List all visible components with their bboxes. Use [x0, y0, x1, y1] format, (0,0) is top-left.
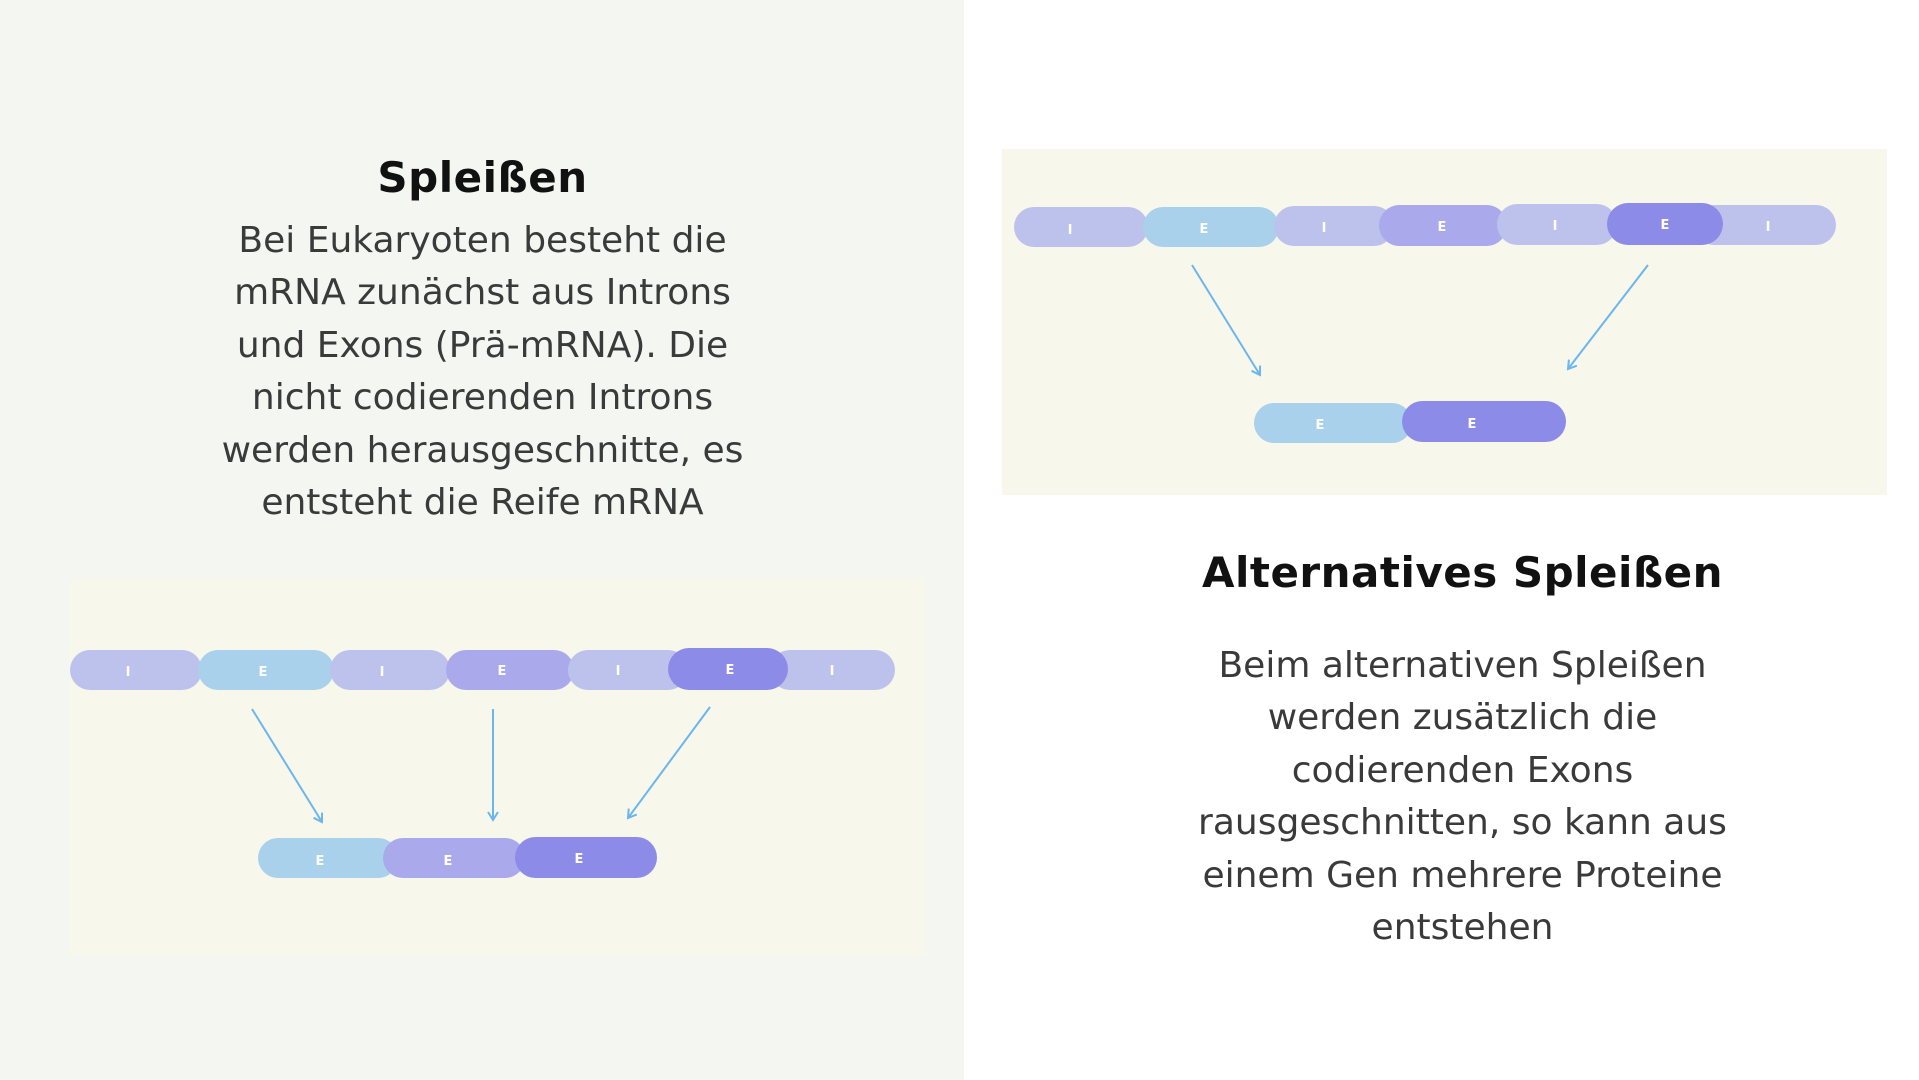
- intron-segment: [1694, 205, 1836, 245]
- segment-label: I: [616, 664, 621, 679]
- intron-segment: [1274, 206, 1394, 246]
- intron-segment: [568, 650, 688, 690]
- arrow-down: [1191, 264, 1262, 377]
- exon-segment: [198, 650, 334, 690]
- arrow-down: [626, 706, 711, 820]
- exon-segment: [1143, 207, 1279, 247]
- exon-segment: [1254, 403, 1412, 443]
- alternative-splicing-diagram-svg: I E I E I E I E E: [1002, 149, 1887, 495]
- segment-label: I: [1322, 221, 1327, 236]
- pre-mrna-strand: I E I E I E I: [1014, 203, 1836, 247]
- exon-segment: [1379, 205, 1507, 246]
- segment-label: E: [1316, 418, 1325, 433]
- segment-label: I: [126, 665, 131, 680]
- alternative-splicing-description: Beim alternativen Spleißen werden zusätz…: [1198, 645, 1727, 949]
- alternative-splicing-diagram: I E I E I E I E E: [1002, 149, 1887, 495]
- pre-mrna-strand: I E I E I E I: [70, 648, 895, 690]
- splicing-diagram-svg: I E I E I E I E E E: [70, 578, 925, 956]
- splicing-description: Bei Eukaryoten besteht die mRNA zunächst…: [221, 220, 744, 524]
- segment-label: E: [1200, 222, 1209, 237]
- exon-segment: [258, 838, 398, 878]
- exon-segment: [515, 837, 657, 878]
- segment-label: I: [380, 665, 385, 680]
- exon-segment: [668, 648, 788, 690]
- splicing-diagram: I E I E I E I E E E: [70, 578, 925, 956]
- alternative-splicing-heading: Alternatives Spleißen: [1201, 548, 1724, 597]
- intron-segment: [330, 650, 450, 690]
- arrow-down: [1566, 264, 1649, 371]
- segment-label: E: [316, 854, 325, 869]
- splicing-heading: Spleißen: [377, 153, 588, 202]
- segment-label: E: [575, 852, 584, 867]
- segment-label: I: [1068, 223, 1073, 238]
- exon-segment: [1402, 401, 1566, 442]
- intron-segment: [1497, 204, 1617, 245]
- arrow-down: [251, 708, 324, 824]
- segment-label: E: [444, 854, 453, 869]
- intron-segment: [770, 650, 895, 690]
- exon-segment: [1607, 203, 1723, 245]
- segment-label: E: [1468, 417, 1477, 432]
- segment-label: E: [259, 665, 268, 680]
- diagram-background: [70, 578, 925, 956]
- exon-segment: [383, 838, 525, 878]
- mature-mrna-strand: E E E: [258, 837, 657, 878]
- mature-mrna-strand: E E: [1254, 401, 1566, 443]
- diagram-background: [1002, 149, 1887, 495]
- segment-label: I: [830, 664, 835, 679]
- segment-label: E: [1438, 220, 1447, 235]
- segment-label: I: [1766, 220, 1771, 235]
- segment-label: E: [1661, 218, 1670, 233]
- segment-label: I: [1553, 219, 1558, 234]
- segment-label: E: [498, 664, 507, 679]
- exon-segment: [446, 650, 574, 690]
- intron-segment: [70, 650, 202, 690]
- intron-segment: [1014, 207, 1148, 247]
- segment-label: E: [726, 663, 735, 678]
